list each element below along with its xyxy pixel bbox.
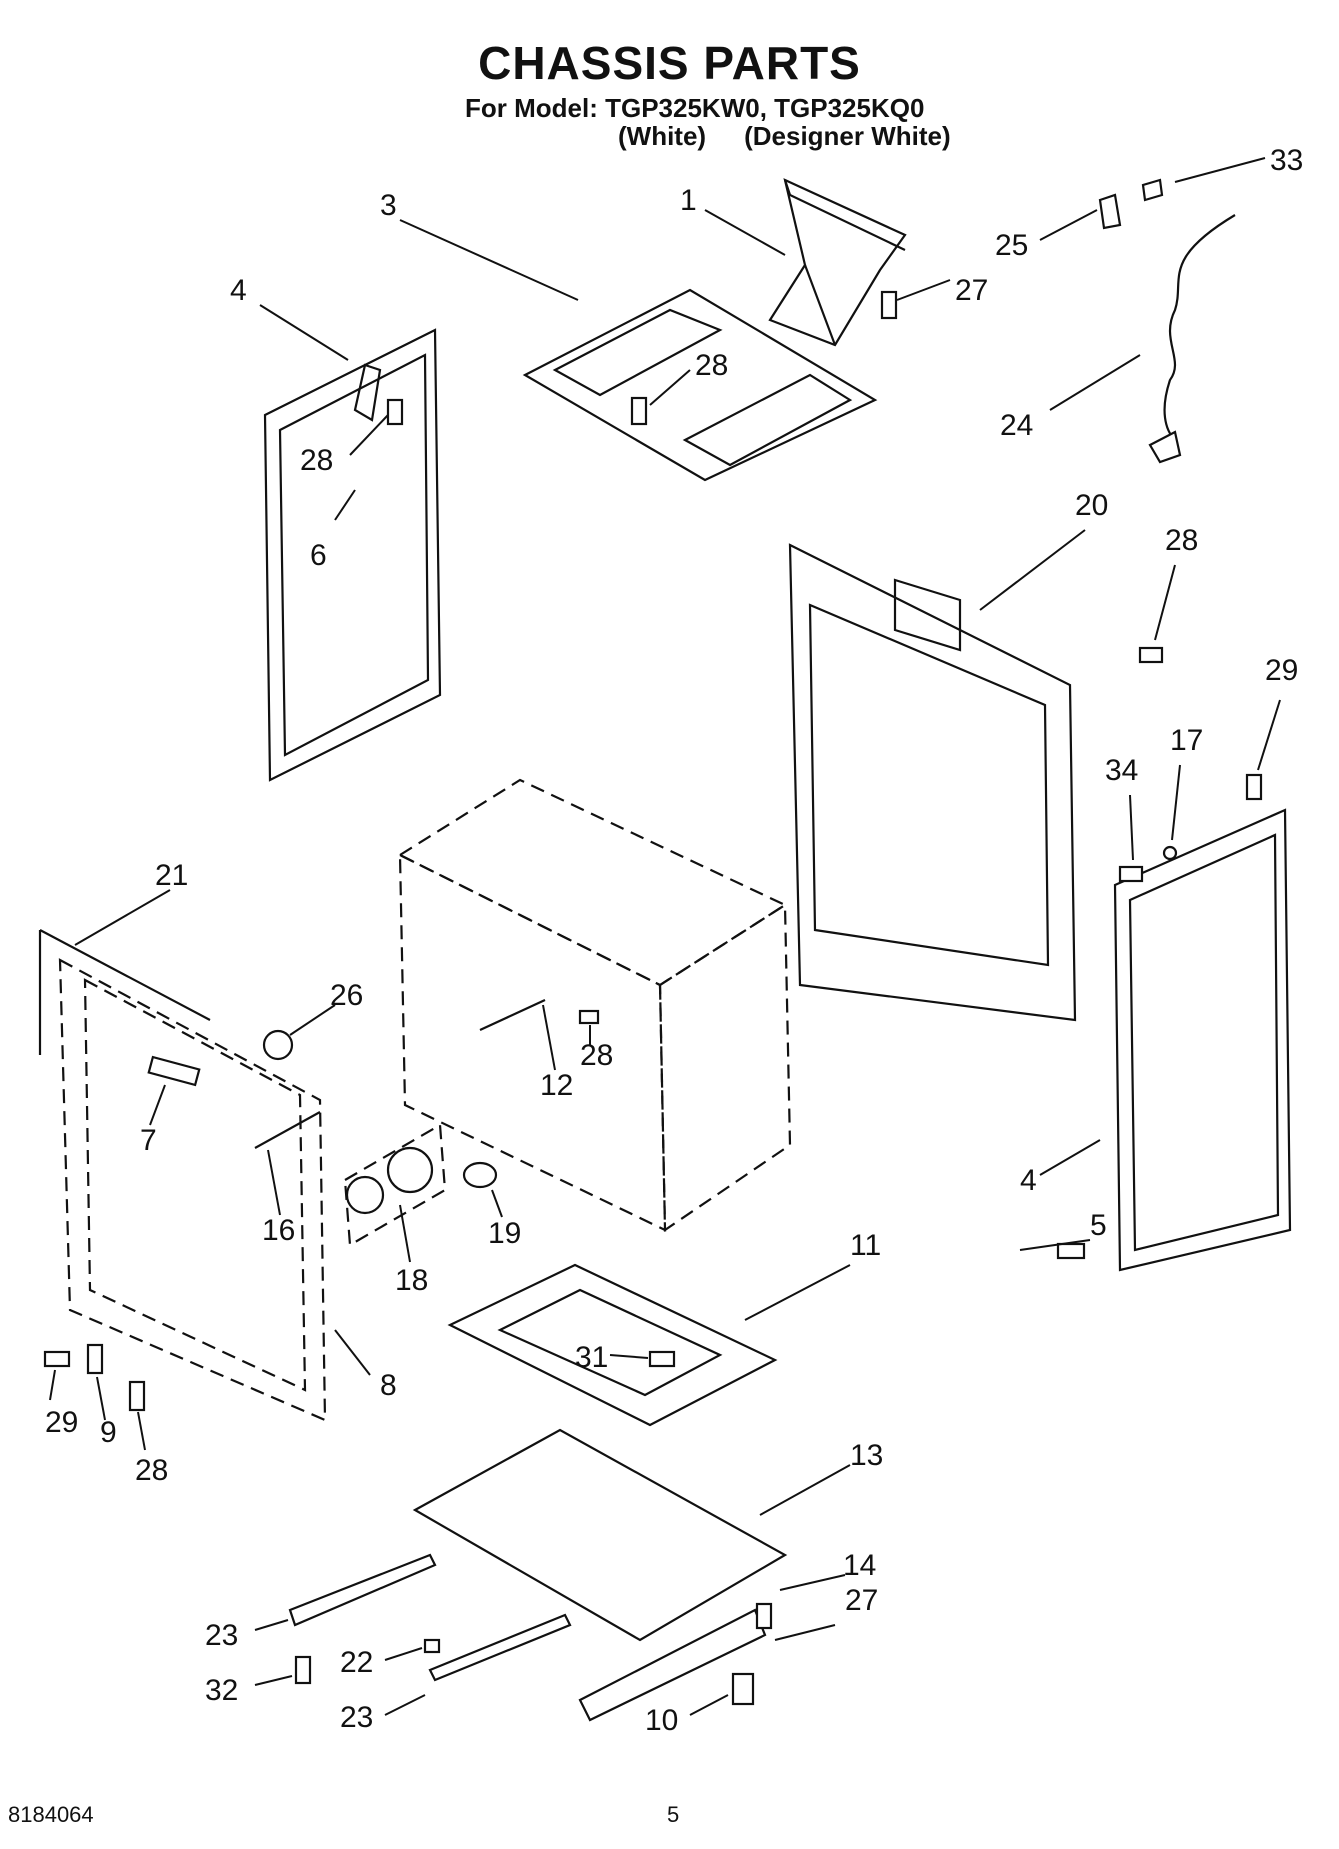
callout-28: 28 [300,444,333,477]
part-rails [288,1553,767,1722]
callout-16: 16 [262,1214,295,1247]
variant-designer-white: (Designer White) [744,121,951,151]
page-title: CHASSIS PARTS [478,37,861,89]
callout-23: 23 [205,1619,238,1652]
callout-17: 17 [1170,724,1203,757]
part-burner-tray [447,1263,778,1427]
callout-28: 28 [1165,524,1198,557]
model-variants: (White) (Designer White) [618,121,989,152]
part-oven-cavity [397,778,792,1233]
callout-33: 33 [1270,144,1303,177]
callout-28: 28 [580,1039,613,1072]
callout-28: 28 [695,349,728,382]
callout-7: 7 [140,1124,157,1157]
variant-white: (White) [618,121,707,151]
page-number: 5 [667,1802,680,1827]
callout-11: 11 [850,1229,881,1262]
callout-28: 28 [135,1454,168,1487]
callout-21: 21 [155,859,188,892]
callout-1: 1 [680,184,697,217]
leader-lines [49,157,1281,1716]
callout-13: 13 [850,1439,883,1472]
callout-24: 24 [1000,409,1033,442]
callout-23: 23 [340,1701,373,1734]
part-side-panel-left [263,328,442,782]
callout-31: 31 [575,1341,608,1374]
part-vent-duct [768,178,907,347]
callout-27: 27 [955,274,988,307]
part-cord-bracket [1098,178,1236,464]
part-small-components [147,1029,498,1247]
part-bottom-panel [412,1428,788,1642]
part-top-plate [522,288,878,482]
callout-20: 20 [1075,489,1108,522]
callout-12: 12 [540,1069,573,1102]
callout-9: 9 [100,1416,117,1449]
callout-3: 3 [380,189,397,222]
callout-14: 14 [843,1549,876,1582]
callout-4: 4 [230,274,247,307]
callout-25: 25 [995,229,1028,262]
callout-4: 4 [1020,1164,1037,1197]
callout-19: 19 [488,1217,521,1250]
callout-29: 29 [45,1406,78,1439]
callout-18: 18 [395,1264,428,1297]
callout-29: 29 [1265,654,1298,687]
callout-32: 32 [205,1674,238,1707]
callout-22: 22 [340,1646,373,1679]
part-side-panel-right [1113,808,1292,1272]
callout-26: 26 [330,979,363,1012]
fasteners [43,290,1263,1706]
document-number: 8184064 [8,1802,94,1827]
callout-6: 6 [310,539,327,572]
callout-34: 34 [1105,754,1138,787]
callout-27: 27 [845,1584,878,1617]
model-line: For Model: TGP325KW0, TGP325KQ0 [465,93,925,123]
part-front-frame [38,929,327,1422]
part-rear-panel [788,543,1077,1022]
callout-5: 5 [1090,1209,1107,1242]
callout-8: 8 [380,1369,397,1402]
callout-10: 10 [645,1704,678,1737]
